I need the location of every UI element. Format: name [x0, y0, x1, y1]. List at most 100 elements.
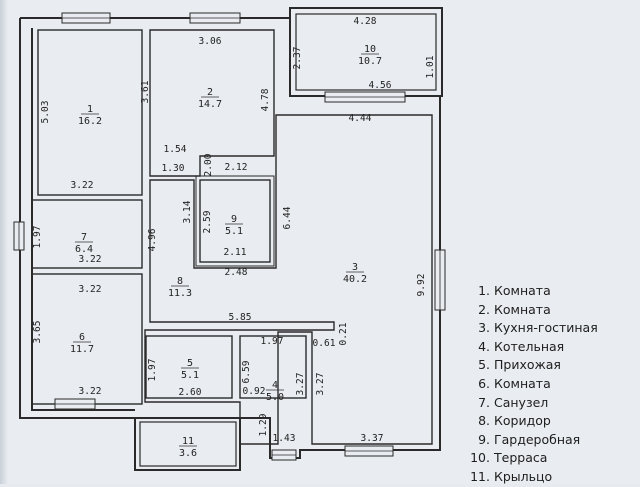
room-5-label: 55.1: [181, 358, 199, 381]
legend-item-number: 1.: [478, 283, 490, 298]
room-7-area: 6.4: [75, 244, 93, 255]
room-2-area: 14.7: [198, 99, 222, 110]
room-10-area: 10.7: [358, 56, 382, 67]
room-8-area: 11.3: [168, 288, 192, 299]
legend-item-label: Гардеробная: [494, 431, 581, 447]
legend-item: 9.Гардеробная: [470, 431, 598, 450]
dimension-label: 5.85: [229, 312, 252, 323]
dimension-label: 3.27: [315, 373, 326, 396]
dimension-label: 4.44: [349, 113, 372, 124]
legend-item: 4.Котельная: [470, 338, 598, 357]
legend-item-number: 7.: [478, 394, 490, 410]
dimension-label: 1.30: [162, 163, 185, 174]
legend-item-number: 6.: [478, 375, 490, 391]
dimension-label: 2.12: [225, 162, 248, 173]
legend-item-label: Прихожая: [494, 357, 561, 373]
legend-item-number: 9.: [478, 431, 490, 447]
dimension-label: 1.29: [258, 413, 269, 436]
dimension-label: 3.37: [361, 433, 384, 444]
dimension-label: 4.56: [369, 80, 392, 91]
room-2-label: 214.7: [198, 87, 222, 110]
legend-item: 3.Кухня-гостиная: [470, 319, 598, 338]
room-9-area: 5.1: [225, 226, 243, 237]
dimension-label: 5.03: [40, 101, 51, 124]
dimension-label: 3.22: [79, 386, 102, 397]
room-3-label: 340.2: [343, 262, 367, 285]
dimension-label: 3.14: [182, 200, 193, 223]
legend-item: 10.Терраса: [470, 449, 598, 468]
legend-item: 11.Крыльцо: [470, 468, 598, 487]
legend-item-label: Санузел: [494, 394, 549, 410]
legend-item-number: 5.: [478, 357, 490, 373]
dimension-label: 1.97: [261, 336, 284, 347]
legend-item: 1. Комната: [470, 282, 598, 301]
dimension-label: 4.28: [354, 16, 377, 27]
room-11-area: 3.6: [179, 448, 197, 459]
dimension-label: 0.21: [338, 322, 349, 345]
dimension-label: 3.22: [71, 180, 94, 191]
legend-item-number: 10.: [470, 450, 490, 466]
room-9-number: 9: [231, 214, 237, 225]
legend-item: 7.Санузел: [470, 394, 598, 413]
dimension-label: 3.22: [79, 254, 102, 265]
legend-item-label: Терраса: [494, 450, 548, 466]
legend-item-number: 8.: [478, 413, 490, 429]
room-5-number: 5: [187, 358, 193, 369]
legend-item: 5.Прихожая: [470, 356, 598, 375]
legend-item-number: 2.: [478, 301, 490, 317]
legend-item-label: Кухня-гостиная: [494, 320, 598, 336]
legend-item-number: 4.: [478, 338, 490, 354]
room-11-number: 11: [182, 436, 194, 447]
room-7-number: 7: [81, 232, 87, 243]
room-4-number: 4: [272, 380, 278, 391]
room-6-area: 11.7: [70, 344, 94, 355]
legend-item: 2.Комната: [470, 301, 598, 320]
dimension-label: 2.11: [224, 247, 247, 258]
room-9-label: 95.1: [225, 214, 243, 237]
dimension-label: 2.37: [292, 47, 303, 70]
dimension-label: 4.78: [260, 88, 271, 111]
room-5-area: 5.1: [181, 370, 199, 381]
room-11-label: 113.6: [179, 436, 197, 459]
legend-item-label: Комната: [494, 375, 551, 391]
dimension-label: 3.06: [199, 36, 222, 47]
dimension-label: 6.59: [241, 360, 252, 383]
room-1-number: 1: [87, 104, 93, 115]
dimension-label: 2.59: [202, 210, 213, 233]
room-6-label: 611.7: [70, 332, 94, 355]
room-3-area: 40.2: [343, 274, 367, 285]
dimension-label: 1.97: [32, 226, 43, 249]
room-10-number: 10: [364, 44, 376, 55]
dimension-label: 3.27: [295, 373, 306, 396]
dimension-label: 2.60: [179, 387, 202, 398]
dimension-label: 9.92: [416, 274, 427, 297]
dimension-label: 1.97: [147, 359, 158, 382]
room-6-number: 6: [79, 332, 85, 343]
dimension-label: 4.96: [147, 228, 158, 251]
legend-item: 8.Коридор: [470, 412, 598, 431]
room-3-number: 3: [352, 262, 358, 273]
legend-item-label: Коридор: [494, 413, 551, 429]
dimension-label: 3.22: [79, 284, 102, 295]
room-8-number: 8: [177, 276, 183, 287]
room-7-label: 76.4: [75, 232, 93, 255]
legend-item-label: Комната: [494, 301, 551, 317]
room-8-label: 811.3: [168, 276, 192, 299]
legend-item: 6.Комната: [470, 375, 598, 394]
dimension-label: 3.65: [32, 321, 43, 344]
room-1-area: 16.2: [78, 116, 102, 127]
dimension-label: 2.00: [203, 153, 214, 176]
dimension-label: 1.43: [273, 433, 296, 444]
room-2-number: 2: [207, 87, 213, 98]
dimension-label: 3.61: [140, 80, 151, 103]
legend-item-label: Комната: [494, 283, 551, 298]
dimension-label: 0.61: [313, 338, 336, 349]
room-4-area: 5.0: [266, 392, 284, 403]
dimension-label: 0.92: [243, 386, 266, 397]
legend-item-label: Котельная: [494, 338, 565, 354]
legend-item-number: 3.: [478, 320, 490, 336]
dimension-label: 2.48: [225, 267, 248, 278]
